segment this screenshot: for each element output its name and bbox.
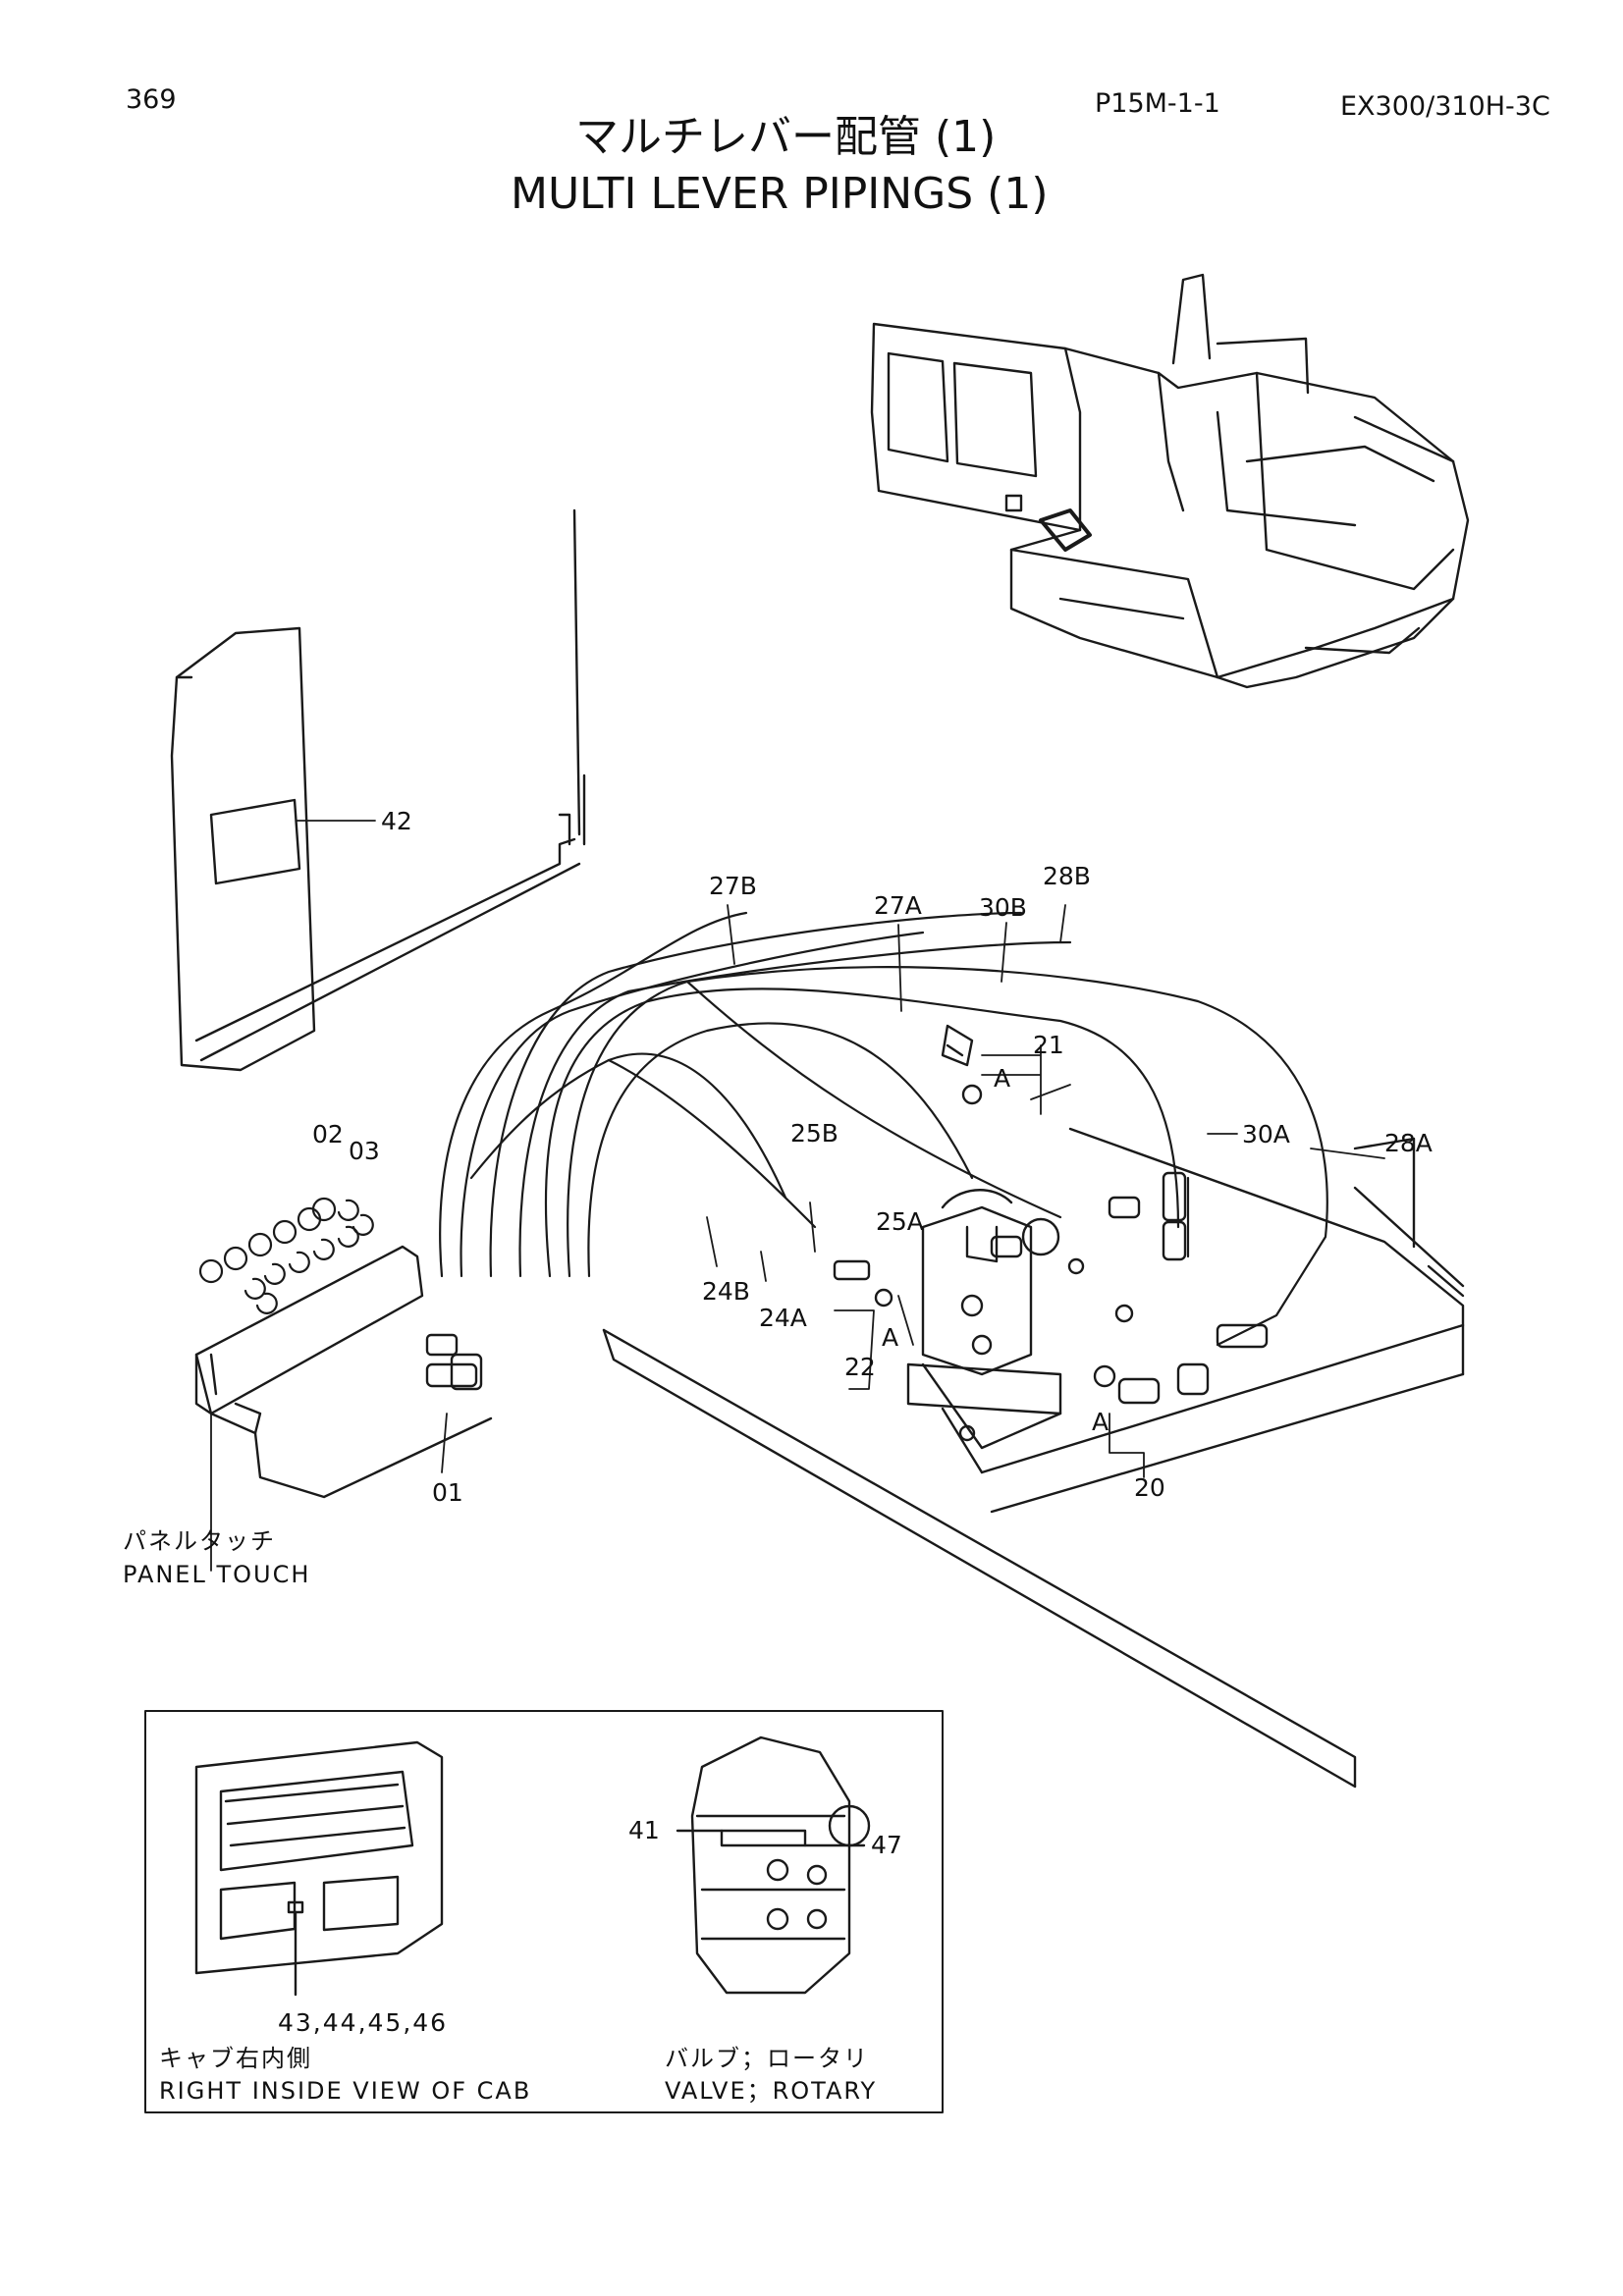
callout-30B: 30B	[979, 893, 1027, 922]
callout-28B: 28B	[1043, 862, 1091, 890]
callout-A-1: A	[994, 1064, 1011, 1093]
excavator-overview	[870, 273, 1470, 689]
nuts-and-washers	[198, 1197, 374, 1314]
callout-24A: 24A	[759, 1304, 807, 1332]
callout-A-3: A	[1092, 1408, 1109, 1436]
callout-43-46: 43,44,45,46	[278, 2008, 449, 2037]
figure-code: P15M-1-1	[1095, 88, 1220, 119]
rotary-valve-detail	[676, 1735, 871, 1995]
caption-panel-touch-jp: パネルタッチ	[123, 1527, 276, 1555]
callout-41: 41	[628, 1816, 660, 1844]
callout-42: 42	[381, 807, 412, 835]
hose-bundle	[439, 911, 1328, 1347]
callout-20: 20	[1134, 1473, 1165, 1502]
model-code: EX300/310H-3C	[1340, 91, 1550, 122]
callout-21: 21	[1033, 1031, 1064, 1059]
panel	[170, 508, 586, 1072]
callout-28A: 28A	[1384, 1129, 1433, 1157]
cab-inside-view	[194, 1740, 444, 1997]
callout-01: 01	[432, 1478, 463, 1507]
callout-47: 47	[871, 1831, 902, 1859]
inset-frame	[144, 1710, 944, 2113]
callout-25B: 25B	[790, 1119, 839, 1148]
frame-rails	[602, 1127, 1465, 1789]
caption-cab-en: RIGHT INSIDE VIEW OF CAB	[159, 2077, 532, 2105]
title-english: MULTI LEVER PIPINGS (1)	[511, 169, 1049, 219]
caption-valve-en: VALVE；ROTARY	[665, 2077, 878, 2105]
callout-02: 02	[312, 1120, 344, 1148]
caption-cab-jp: キャブ右内側	[159, 2045, 312, 2072]
callout-27B: 27B	[709, 872, 757, 900]
caption-panel-touch-en: PANEL TOUCH	[123, 1561, 311, 1588]
callout-24B: 24B	[702, 1277, 750, 1306]
panel-touch-bracket	[194, 1245, 493, 1499]
callout-A-2: A	[882, 1323, 899, 1352]
callout-30A: 30A	[1242, 1120, 1290, 1148]
leader-lines	[210, 820, 1385, 1572]
callout-22: 22	[844, 1353, 876, 1381]
callout-25A: 25A	[876, 1207, 924, 1236]
page-number: 369	[126, 84, 177, 115]
callout-27A: 27A	[874, 891, 922, 920]
callout-03: 03	[349, 1137, 380, 1165]
caption-valve-jp: バルブ；ロータリ	[665, 2045, 869, 2072]
fittings	[425, 1024, 1269, 1405]
title-japanese: マルチレバー配管 (1)	[575, 112, 997, 162]
rotary-valve-assembly	[906, 1189, 1062, 1450]
